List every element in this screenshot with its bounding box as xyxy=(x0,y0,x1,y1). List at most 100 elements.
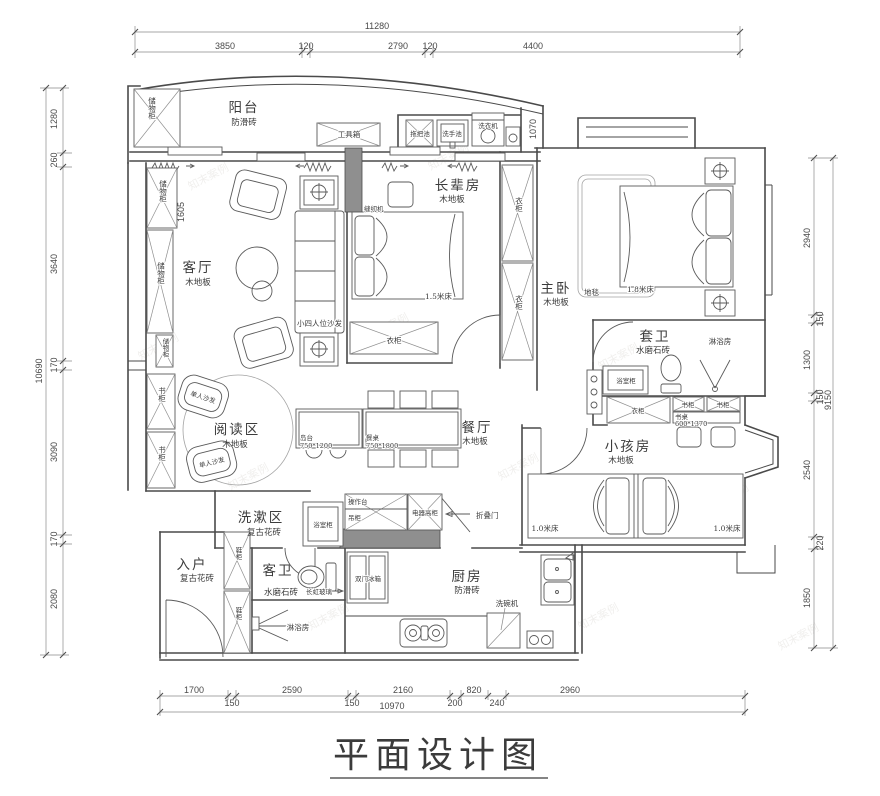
dining-chair xyxy=(399,390,427,409)
hall-cabinet xyxy=(586,369,603,415)
coffee-table xyxy=(235,246,279,302)
label-wardrobe: 衣柜 xyxy=(387,335,402,345)
dim-bottom-total: 10970 xyxy=(379,701,404,711)
floor-kids: 木地板 xyxy=(608,455,634,466)
room-guestbath: 客卫 xyxy=(263,562,294,579)
label-island: 岛台 xyxy=(300,433,313,442)
label-dining-size: 750*1800 xyxy=(366,442,398,450)
dim-bottom-seg: 2960 xyxy=(560,685,580,695)
desk-chair xyxy=(710,426,736,448)
label-bed10: 1.0米床 xyxy=(532,523,559,533)
guest-toilet xyxy=(297,562,337,592)
floor-ensuite: 水磨石砖 xyxy=(636,345,671,356)
flue-wall xyxy=(344,147,363,213)
sofa-4seat xyxy=(294,210,345,334)
label-bookcase: 书柜 xyxy=(157,386,166,404)
label-island-size: 750*1200 xyxy=(300,442,332,450)
sliding-panel xyxy=(454,152,506,162)
floor-entry: 复古花砖 xyxy=(180,573,215,584)
entry-door-arc xyxy=(165,599,224,658)
master-nightstand-lamp xyxy=(704,289,736,317)
dim-right-seg: 1850 xyxy=(802,588,812,608)
room-reading: 阅读区 xyxy=(214,422,261,438)
label-wardrobe: 衣柜 xyxy=(514,196,523,214)
dim-left-seg: 2080 xyxy=(49,589,59,609)
label-appliance-cabinet: 电器高柜 xyxy=(412,508,439,517)
label-wardrobe: 衣柜 xyxy=(632,406,646,415)
dining-chair xyxy=(399,449,427,468)
dim-bottom-seg: 240 xyxy=(489,698,504,708)
stove xyxy=(399,618,448,648)
label-bed15: 1.5米床 xyxy=(425,291,452,301)
floor-master: 木地板 xyxy=(543,297,569,308)
svg-text:知末案例: 知末案例 xyxy=(305,600,350,633)
doors xyxy=(151,146,634,658)
ensuite-shower xyxy=(699,359,731,392)
room-dining: 餐厅 xyxy=(462,420,493,436)
furniture: 单人沙发 单人沙发 xyxy=(133,88,744,654)
dim-bottom-seg: 150 xyxy=(224,698,239,708)
dim-top-seg: 4400 xyxy=(523,41,543,51)
washing-machine xyxy=(471,112,505,147)
dishwasher xyxy=(486,607,521,649)
label-vanity: 浴室柜 xyxy=(616,376,636,385)
curtain-symbols xyxy=(151,161,478,173)
floor-reading: 木地板 xyxy=(222,439,248,450)
fridge xyxy=(346,551,389,604)
room-master: 主卧 xyxy=(541,281,572,297)
desk-chair xyxy=(676,426,702,448)
floor-elder: 木地板 xyxy=(439,194,465,205)
label-sewing: 缝纫机 xyxy=(364,204,384,213)
small-basin xyxy=(505,126,521,147)
room-ensuite: 套卫 xyxy=(640,329,671,345)
kids-bookcases xyxy=(672,396,741,448)
room-living: 客厅 xyxy=(183,259,214,276)
room-washzone: 洗漱区 xyxy=(238,510,285,526)
counter-wall xyxy=(339,528,441,549)
floor-kitchen: 防滑砖 xyxy=(454,585,480,596)
label-mop-sink: 拖把池 xyxy=(410,129,430,138)
room-elder: 长辈房 xyxy=(435,178,482,194)
elder-wardrobe-column xyxy=(501,164,534,361)
side-table-lamp xyxy=(299,175,339,210)
label-shoe-cabinet: 鞋柜 xyxy=(234,606,242,622)
label-desk-size: 600*1370 xyxy=(675,420,707,428)
room-kitchen: 厨房 xyxy=(452,569,483,585)
guest-shower xyxy=(251,609,291,642)
dining-chair xyxy=(367,390,395,409)
label-worktop: 操作台 xyxy=(348,497,368,506)
label-ribbed-glass: 长虹玻璃 xyxy=(306,587,333,596)
label-bed10: 1.0米床 xyxy=(714,523,741,533)
master-nightstand-lamp xyxy=(704,157,736,185)
floor-washzone: 复古花砖 xyxy=(247,527,282,538)
label-bookcase: 书柜 xyxy=(157,445,166,463)
dining-table-group xyxy=(362,390,462,468)
armchair xyxy=(229,169,287,220)
side-table-lamp xyxy=(299,332,339,367)
label-dining-table: 餐桌 xyxy=(366,433,380,442)
dim-right-total: 9150 xyxy=(823,390,833,410)
reading-armchair: 单人沙发 xyxy=(177,374,229,419)
kids-room-door-arc xyxy=(540,427,588,475)
room-kids: 小孩房 xyxy=(605,439,652,455)
label-bookcase: 书柜 xyxy=(717,400,731,409)
kitchen-sink xyxy=(540,552,575,606)
room-labels: 阳台 防滑砖 客厅 木地板 长辈房 木地板 主卧 木地板 套卫 水磨石砖 小孩房… xyxy=(177,100,671,598)
label-storage: 储物柜 xyxy=(147,96,156,121)
label-sofa: 小四人位沙发 xyxy=(297,318,342,328)
worktop-cabinet xyxy=(344,493,408,531)
dimension-labels: 11280 3850 120 2790 120 4400 1700 150 25… xyxy=(34,21,833,711)
dim-right-seg: 150 xyxy=(815,389,825,404)
dim-top-seg: 3850 xyxy=(215,41,235,51)
label-toolbox: 工具箱 xyxy=(338,129,361,139)
label-storage: 储物柜 xyxy=(156,261,165,286)
kitchen-island xyxy=(295,408,363,459)
dim-left-seg: 170 xyxy=(49,531,59,546)
dimension-lines xyxy=(40,26,838,716)
room-entry: 入户 xyxy=(177,556,208,573)
sliding-panel xyxy=(256,152,306,162)
label-hand-sink: 洗手池 xyxy=(442,129,462,138)
appliance-cabinet xyxy=(407,493,443,531)
